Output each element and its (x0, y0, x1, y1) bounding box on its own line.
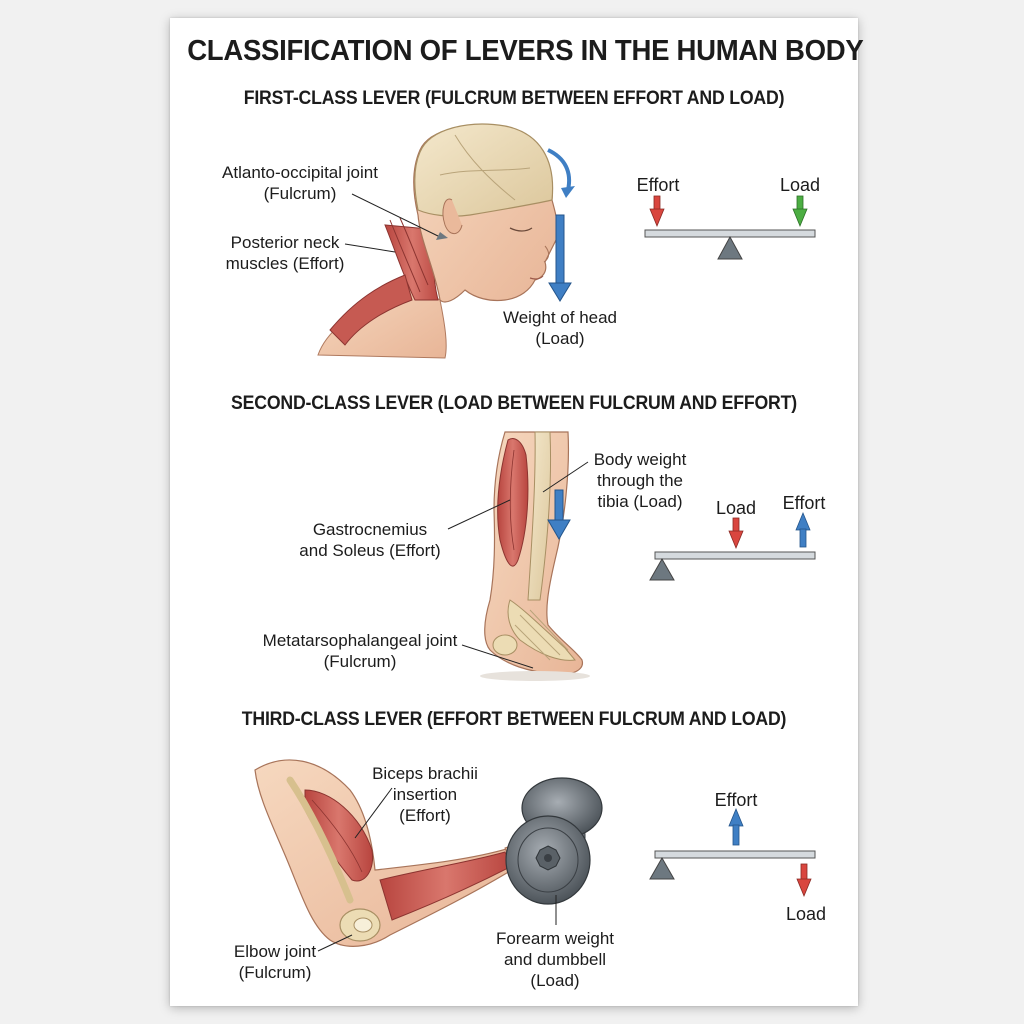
section-heading-first-class: FIRST-CLASS LEVER (FULCRUM BETWEEN EFFOR… (243, 88, 785, 109)
illustration-canvas (254, 123, 816, 952)
lever-diagram-1 (644, 195, 816, 260)
lever3-effort-label: Effort (714, 790, 758, 810)
head-weight-arrow (548, 214, 572, 302)
section-heading-third-class: THIRD-CLASS LEVER (EFFORT BETWEEN FULCRU… (241, 709, 787, 730)
label-atlanto-occipital-joint: Atlanto-occipital joint(Fulcrum) (222, 163, 378, 203)
leader-effort-2 (447, 499, 511, 530)
body-weight-arrow (547, 489, 571, 540)
load-arrow-2 (728, 517, 744, 550)
lever3-load-label: Load (785, 904, 827, 924)
lever-diagram-2 (649, 511, 816, 581)
poster-title: CLASSIFICATION OF LEVERS IN THE HUMAN BO… (187, 35, 864, 67)
effort-arrow-3 (728, 807, 744, 846)
label-metatarsophalangeal-joint: Metatarsophalangeal joint(Fulcrum) (262, 631, 458, 671)
rotation-arrowhead (561, 186, 575, 198)
fulcrum-triangle-2 (649, 557, 675, 581)
load-arrow-1 (792, 195, 808, 228)
effort-arrow-1 (649, 195, 665, 228)
lever2-load-label: Load (715, 498, 757, 518)
dumbbell (505, 777, 603, 905)
label-weight-of-head: Weight of head(Load) (502, 308, 618, 348)
rotation-arrow (547, 148, 571, 191)
label-elbow-joint: Elbow joint(Fulcrum) (233, 942, 317, 982)
leg-illustration (480, 431, 590, 681)
leader-fulcrum-2 (461, 644, 534, 669)
fulcrum-triangle-1 (717, 235, 743, 260)
head-illustration (317, 123, 559, 359)
fulcrum-triangle-3 (649, 856, 675, 880)
poster: CLASSIFICATION OF LEVERS IN THE HUMAN BO… (170, 18, 864, 1006)
leader-fulcrum-1 (351, 193, 439, 237)
load-arrow-3 (796, 863, 812, 898)
section-heading-second-class: SECOND-CLASS LEVER (LOAD BETWEEN FULCRUM… (231, 393, 797, 414)
leader-effort-3 (354, 787, 393, 839)
lever-diagram-3 (649, 807, 816, 898)
leader-load-2 (542, 461, 589, 493)
leader-fulcrum-3 (317, 934, 353, 952)
lever1-effort-label: Effort (636, 175, 680, 195)
lever1-load-label: Load (779, 175, 821, 195)
effort-arrow-2 (795, 511, 811, 548)
lever2-effort-label: Effort (782, 493, 826, 513)
leader-effort-1 (344, 243, 396, 253)
